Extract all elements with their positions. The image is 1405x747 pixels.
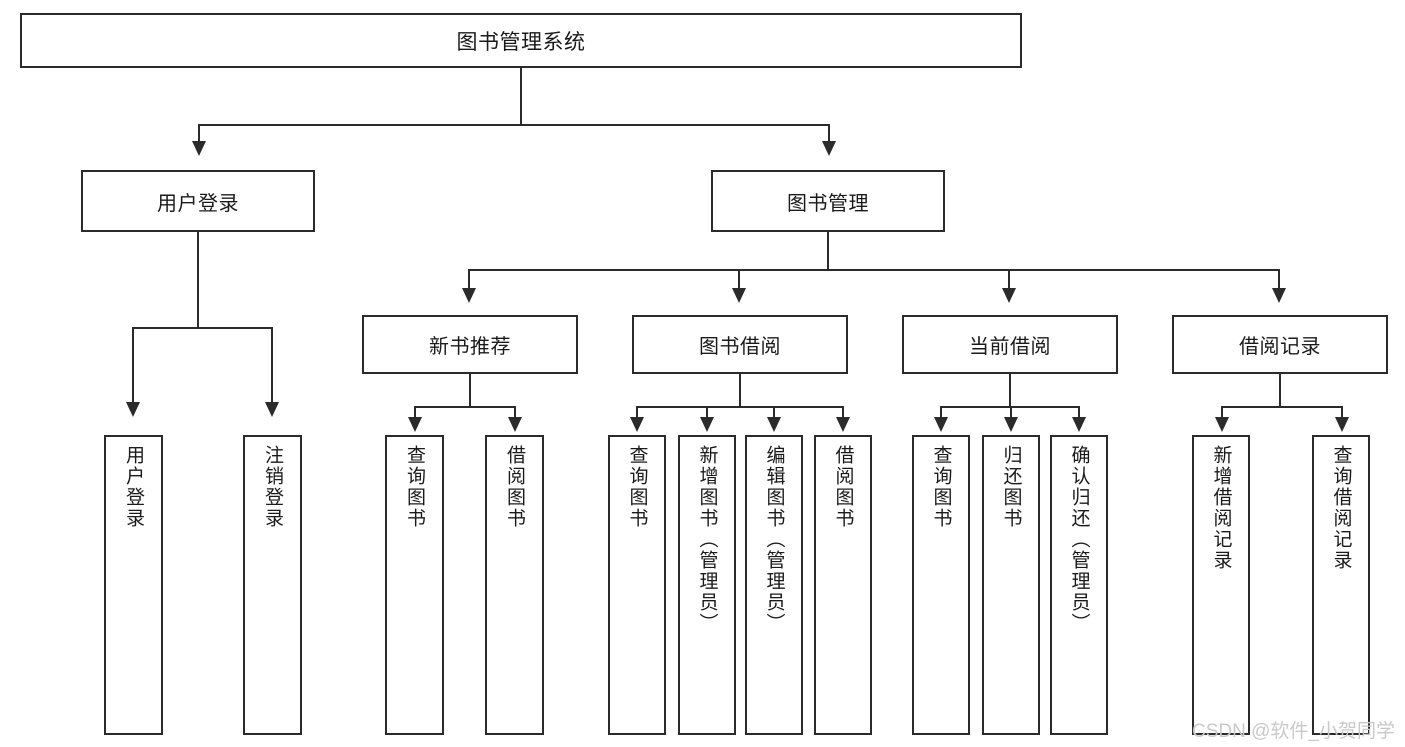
arrowhead-book-borrow-leaf-2 xyxy=(700,417,714,432)
node-label: 用户登录 xyxy=(157,192,239,215)
arrowhead-book-borrow-leaf-1 xyxy=(630,417,644,432)
node-label: 确认归还（管理员） xyxy=(1068,445,1090,634)
leaf-add-book-admin[interactable]: 新增图书（管理员） xyxy=(678,435,736,735)
connector-to-book-borrow xyxy=(738,269,740,290)
arrowhead-to-borrow-record xyxy=(1272,288,1286,303)
connector-to-borrow-record xyxy=(1278,269,1280,290)
connector-book-borrow-leaf-3 xyxy=(773,406,775,419)
node-book-management[interactable]: 图书管理 xyxy=(711,170,945,232)
node-label: 借阅图书 xyxy=(504,445,525,529)
node-label: 查询借阅记录 xyxy=(1330,445,1352,571)
connector-root-bus xyxy=(198,124,828,126)
arrowhead-new-book-leaf-1 xyxy=(408,417,422,432)
connector-current-borrow-leaf-1 xyxy=(940,406,942,419)
connector-book-borrow-leaf-2 xyxy=(706,406,708,419)
connector-root-stem xyxy=(520,68,522,125)
node-label: 新增图书（管理员） xyxy=(696,445,718,634)
connector-book-borrow-leaf-1 xyxy=(636,406,638,419)
leaf-query-book-borrow[interactable]: 查询图书 xyxy=(608,435,666,735)
leaf-return-book[interactable]: 归还图书 xyxy=(982,435,1040,735)
connector-to-current-borrow xyxy=(1008,269,1010,290)
connector-current-borrow-leaf-3 xyxy=(1078,406,1080,419)
leaf-borrow-book[interactable]: 借阅图书 xyxy=(814,435,872,735)
node-label: 查询图书 xyxy=(404,445,425,529)
arrowhead-borrow-record-leaf-2 xyxy=(1335,417,1349,432)
node-label: 借阅记录 xyxy=(1239,336,1321,358)
leaf-add-borrow-record[interactable]: 新增借阅记录 xyxy=(1192,435,1250,735)
node-new-book-recommend[interactable]: 新书推荐 xyxy=(362,315,578,374)
node-label: 查询图书 xyxy=(626,445,648,529)
leaf-user-login[interactable]: 用户登录 xyxy=(104,435,163,735)
arrowhead-to-user-login xyxy=(192,141,206,156)
arrowhead-new-book-leaf-2 xyxy=(508,417,522,432)
leaf-confirm-return-admin[interactable]: 确认归还（管理员） xyxy=(1050,435,1108,735)
connector-new-book-stem xyxy=(469,374,471,407)
connector-current-borrow-leaf-2 xyxy=(1010,406,1012,419)
arrowhead-to-book-manage xyxy=(822,141,836,156)
node-user-login[interactable]: 用户登录 xyxy=(81,170,315,232)
connector-book-manage-stem xyxy=(827,232,829,270)
arrowhead-book-borrow-leaf-3 xyxy=(767,417,781,432)
node-borrow-record[interactable]: 借阅记录 xyxy=(1172,315,1388,374)
connector-book-borrow-bus xyxy=(636,406,843,408)
arrowhead-to-book-borrow xyxy=(732,288,746,303)
connector-new-book-bus xyxy=(414,406,516,408)
leaf-borrow-book-recommend[interactable]: 借阅图书 xyxy=(485,435,544,735)
connector-user-login-to-leaf-1 xyxy=(132,327,134,405)
node-label: 新增借阅记录 xyxy=(1210,445,1232,571)
leaf-query-book-recommend[interactable]: 查询图书 xyxy=(385,435,444,735)
leaf-query-book-current[interactable]: 查询图书 xyxy=(912,435,970,735)
node-label: 注销登录 xyxy=(262,445,283,529)
node-label: 查询图书 xyxy=(930,445,952,529)
node-label: 图书管理系统 xyxy=(456,30,586,54)
arrowhead-borrow-record-leaf-1 xyxy=(1215,417,1229,432)
connector-to-new-book-recommend xyxy=(468,269,470,290)
connector-borrow-record-leaf-1 xyxy=(1221,406,1223,419)
arrowhead-current-borrow-leaf-1 xyxy=(934,417,948,432)
connector-root-to-user-login xyxy=(198,124,200,144)
connector-current-borrow-bus xyxy=(940,406,1079,408)
node-label: 归还图书 xyxy=(1000,445,1022,529)
node-label: 用户登录 xyxy=(123,445,144,529)
connector-user-login-to-leaf-2 xyxy=(271,327,273,405)
arrowhead-current-borrow-leaf-3 xyxy=(1072,417,1086,432)
connector-new-book-leaf-1 xyxy=(414,406,416,419)
node-label: 当前借阅 xyxy=(969,336,1051,358)
node-label: 编辑图书（管理员） xyxy=(763,445,785,634)
node-current-borrow[interactable]: 当前借阅 xyxy=(902,315,1118,374)
connector-borrow-record-stem xyxy=(1279,374,1281,407)
connector-book-manage-bus xyxy=(468,269,1280,271)
connector-user-login-bus xyxy=(132,327,272,329)
connector-book-borrow-leaf-4 xyxy=(842,406,844,419)
leaf-edit-book-admin[interactable]: 编辑图书（管理员） xyxy=(745,435,803,735)
arrowhead-current-borrow-leaf-2 xyxy=(1004,417,1018,432)
connector-root-to-book-manage xyxy=(828,124,830,144)
arrowhead-to-new-book-recommend xyxy=(462,288,476,303)
leaf-logout[interactable]: 注销登录 xyxy=(243,435,302,735)
arrowhead-user-login-leaf-2 xyxy=(265,402,279,417)
node-root-system[interactable]: 图书管理系统 xyxy=(20,13,1022,68)
arrowhead-to-current-borrow xyxy=(1002,288,1016,303)
connector-user-login-stem xyxy=(197,232,199,328)
node-label: 借阅图书 xyxy=(832,445,854,529)
arrowhead-book-borrow-leaf-4 xyxy=(836,417,850,432)
connector-borrow-record-bus xyxy=(1221,406,1341,408)
connector-new-book-leaf-2 xyxy=(514,406,516,419)
node-book-borrow[interactable]: 图书借阅 xyxy=(632,315,848,374)
arrowhead-user-login-leaf-1 xyxy=(126,402,140,417)
node-label: 图书管理 xyxy=(787,192,869,215)
node-label: 新书推荐 xyxy=(429,336,511,358)
connector-current-borrow-stem xyxy=(1009,374,1011,407)
leaf-query-borrow-record[interactable]: 查询借阅记录 xyxy=(1312,435,1370,735)
connector-borrow-record-leaf-2 xyxy=(1341,406,1343,419)
node-label: 图书借阅 xyxy=(699,336,781,358)
connector-book-borrow-stem xyxy=(739,374,741,407)
